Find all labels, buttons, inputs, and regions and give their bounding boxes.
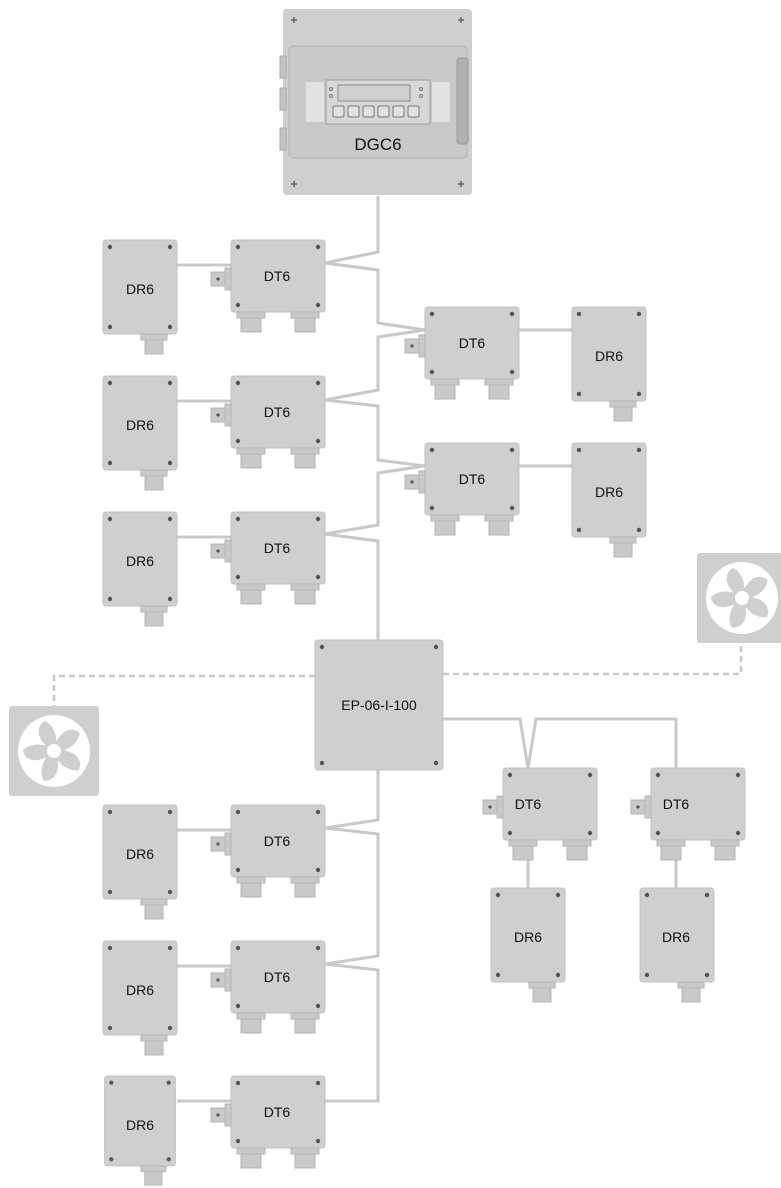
- trunk-cable-upper: [324, 196, 426, 640]
- dt6-transmitter-left-6: DT6: [210, 1075, 326, 1169]
- dr6-label: DR6: [514, 929, 542, 945]
- trunk-cable-lower: [324, 770, 380, 1103]
- fan-icon: [695, 551, 781, 645]
- fan-unit-left: [7, 704, 101, 798]
- dt6-transmitter-left-2: DT6: [210, 375, 326, 469]
- ep-06-i-100-module: EP-06-I-100: [314, 639, 444, 771]
- dr6-label: DR6: [126, 417, 154, 433]
- dr6-sensor-left-6: DR6: [104, 1075, 176, 1186]
- dt6-label: DT6: [264, 833, 291, 849]
- fan-icon: [7, 704, 101, 798]
- dr6-sensor-left-2: DR6: [102, 375, 178, 491]
- fan-cable-left: [52, 674, 315, 706]
- dt6-transmitter-right-1: DT6: [404, 306, 520, 400]
- dt6-transmitter-bottom-right-1: DT6: [482, 767, 598, 861]
- dt6-transmitter-left-3: DT6: [210, 511, 326, 605]
- controller-screws: [291, 17, 464, 187]
- dt6-label: DT6: [515, 796, 542, 812]
- dr6-sensor-left-1: DR6: [102, 239, 178, 355]
- dt6-label: DT6: [459, 471, 486, 487]
- dr6-sensor-left-4: DR6: [102, 804, 178, 920]
- controller-keypad: [332, 105, 420, 118]
- dr6-label: DR6: [595, 348, 623, 364]
- dt6-label: DT6: [264, 268, 291, 284]
- dt6-label: DT6: [663, 796, 690, 812]
- dt6-label: DT6: [459, 335, 486, 351]
- expansion-label: EP-06-I-100: [341, 697, 417, 713]
- dr6-label: DR6: [126, 982, 154, 998]
- dr6-label: DR6: [126, 846, 154, 862]
- controller-label: DGC6: [354, 135, 401, 154]
- door-handle: [456, 57, 469, 145]
- dr6-sensor-left-5: DR6: [102, 940, 178, 1056]
- dr6-sensor-right-2: DR6: [571, 442, 647, 558]
- dr6-sensor-bottom-right-1: DR6: [490, 887, 566, 1003]
- dr6-label: DR6: [126, 553, 154, 569]
- dgc6-controller: DGC6: [279, 9, 472, 195]
- dt6-transmitter-left-1: DT6: [210, 239, 326, 333]
- dt6-label: DT6: [264, 404, 291, 420]
- branch-cable-right: [443, 717, 678, 769]
- dr6-sensor-bottom-right-2: DR6: [639, 887, 715, 1003]
- fan-cables: [52, 644, 743, 706]
- dr6-label: DR6: [662, 929, 690, 945]
- dt6-label: DT6: [264, 969, 291, 985]
- controller-display: [337, 84, 411, 102]
- dt6-transmitter-left-4: DT6: [210, 804, 326, 898]
- dt6-transmitter-bottom-right-2: DT6: [630, 767, 746, 861]
- dt6-label: DT6: [264, 540, 291, 556]
- dr6-label: DR6: [126, 1117, 154, 1133]
- fan-unit-right: [695, 551, 781, 645]
- expansion-enclosure: [314, 639, 444, 771]
- dr6-label: DR6: [126, 281, 154, 297]
- dr6-sensor-right-1: DR6: [571, 306, 647, 422]
- fan-cable-right: [443, 644, 743, 676]
- dt6-transmitter-left-5: DT6: [210, 940, 326, 1034]
- dr6-sensor-left-3: DR6: [102, 511, 178, 627]
- dr6-label: DR6: [595, 484, 623, 500]
- dt6-label: DT6: [264, 1104, 291, 1120]
- dt6-transmitter-right-2: DT6: [404, 442, 520, 536]
